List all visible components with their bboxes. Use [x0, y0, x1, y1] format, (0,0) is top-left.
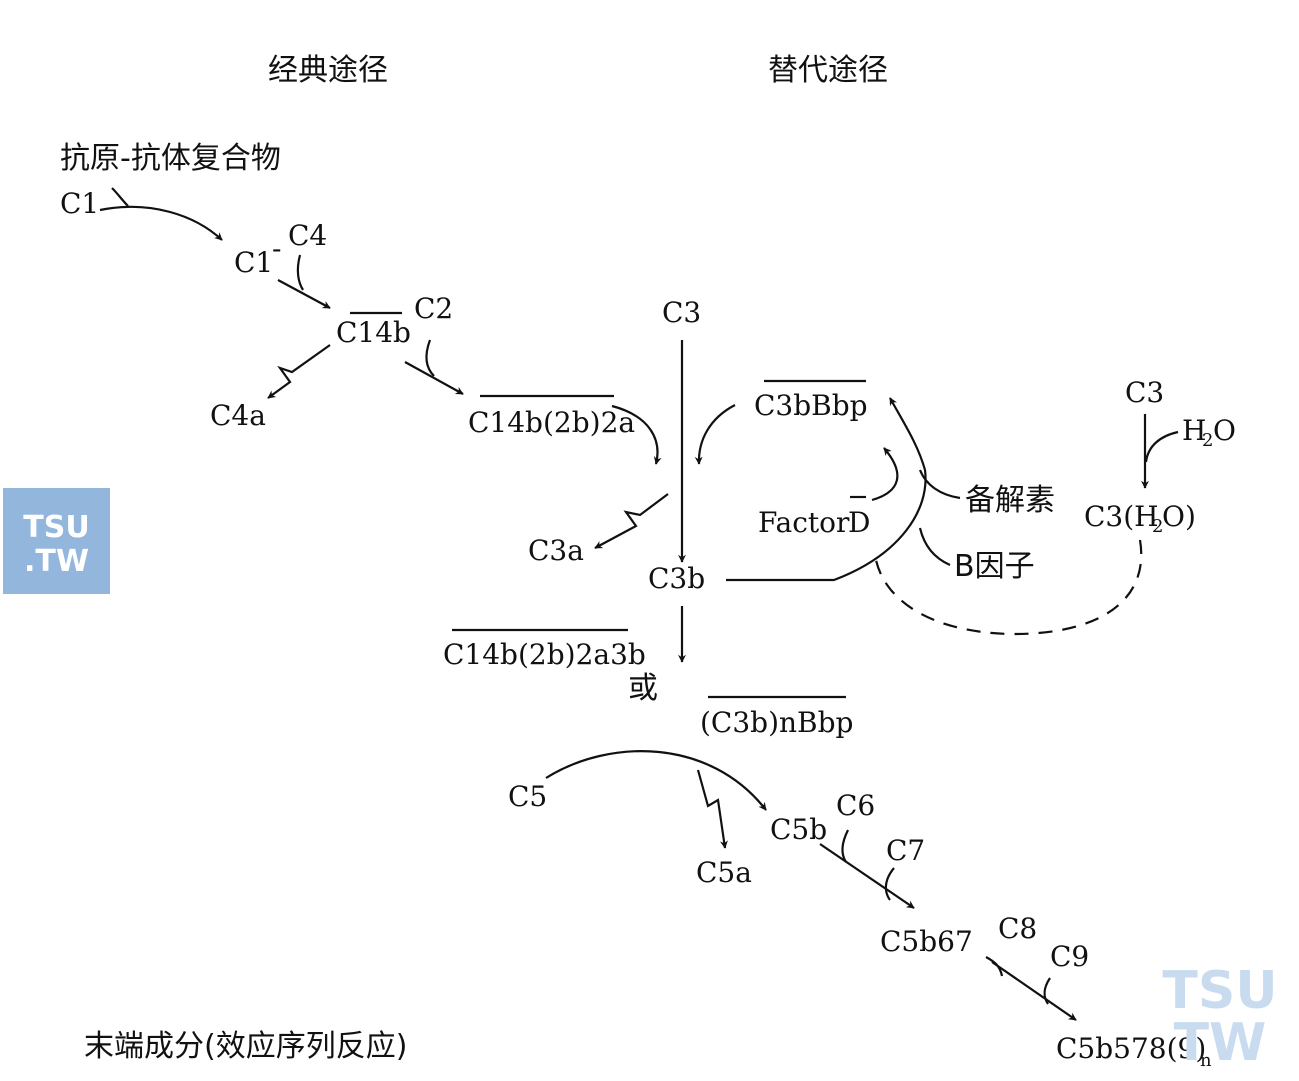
c5a-label: C5a — [696, 856, 752, 889]
terminal-components-label: 末端成分(效应序列反应) — [84, 1029, 407, 1064]
c5-to-c5b-arrow — [545, 750, 767, 811]
c5b-label: C5b — [770, 813, 827, 846]
c1-activated-mark: - — [272, 232, 281, 265]
c4a-label: C4a — [210, 399, 266, 432]
c2-join-curve — [425, 339, 435, 377]
watermark-right-line1: TSU — [1162, 961, 1278, 1021]
c3-right-label: C3 — [1125, 376, 1164, 409]
c3bbbp-to-c3-arrow — [694, 404, 736, 465]
c14b2b2a3b-label: C14b(2b)2a3b — [443, 638, 646, 671]
c5b-to-c5b67-arrow — [819, 843, 915, 909]
c3h2o-label-b: O) — [1162, 500, 1196, 533]
c6-label: C6 — [836, 789, 875, 822]
c1-activated-label: C1 — [234, 246, 273, 279]
c3-to-c3a-arrow — [594, 493, 669, 549]
factor-label: Factor — [758, 506, 850, 539]
c3b-label: C3b — [648, 562, 705, 595]
c14b-to-c4a-arrow — [267, 344, 331, 399]
c5-label: C5 — [508, 780, 547, 813]
factor-d-label: D — [848, 506, 870, 539]
factor-d-arrow — [871, 447, 899, 502]
c14b-label: C14b — [336, 316, 411, 349]
c4-join-curve — [296, 254, 304, 291]
c8-label: C8 — [998, 912, 1037, 945]
h2o-h-label: H — [1182, 414, 1206, 447]
c3-top-label: C3 — [662, 296, 701, 329]
c1-label: C1 — [60, 187, 99, 220]
c1-to-c14b-arrow — [277, 279, 331, 309]
c3b-to-c3bbbp-arrow — [726, 397, 927, 582]
antigen-antibody-label: 抗原-抗体复合物 — [60, 141, 281, 176]
c3bnbbp-label: (C3b)nBbp — [700, 706, 853, 739]
properdin-join-curve — [918, 469, 961, 500]
properdin-label: 备解素 — [965, 483, 1055, 518]
c7-label: C7 — [886, 834, 925, 867]
c2-label: C2 — [414, 292, 453, 325]
c7-join-curve — [884, 867, 895, 901]
c4-label: C4 — [288, 219, 327, 252]
c3h2o-label-a: C3(H — [1084, 500, 1159, 533]
c14b2b2a-label: C14b(2b)2a — [468, 406, 635, 439]
c9-join-curve — [1043, 977, 1051, 1005]
factor-b-label: B因子 — [954, 549, 1035, 584]
classical-pathway-heading: 经典途径 — [268, 53, 388, 88]
c9-label: C9 — [1050, 940, 1089, 973]
h2o-subscript: 2 — [1202, 430, 1213, 451]
c5-to-c5a-arrow — [696, 769, 728, 849]
or-label: 或 — [628, 671, 658, 706]
mac-label: C5b578(9) — [1056, 1032, 1206, 1065]
c6-join-curve — [841, 829, 849, 863]
watermark-logo-left: TSU .TW — [3, 488, 110, 594]
alternative-pathway-heading: 替代途径 — [768, 53, 888, 88]
watermark-left-line1: TSU — [23, 510, 90, 545]
watermark-right-line2: TW — [1173, 1013, 1267, 1073]
c5b67-label: C5b67 — [880, 925, 973, 958]
c14b2b2a-to-c3-arrow — [611, 404, 662, 465]
c3bbbp-label: C3bBbp — [754, 389, 868, 422]
watermark-logo-right: TSU TW — [1150, 965, 1290, 1075]
mac-subscript-n: n — [1200, 1050, 1212, 1071]
h2o-join-curve — [1144, 430, 1179, 463]
c5b67-to-c5b5789-arrow — [991, 961, 1077, 1021]
watermark-left-line2: .TW — [24, 544, 89, 579]
c1-tick — [111, 187, 129, 207]
c3h2o-feedback-dashed — [874, 539, 1143, 636]
c1-activation-arrow — [99, 205, 223, 241]
c3a-label: C3a — [528, 534, 584, 567]
c3h2o-subscript: 2 — [1152, 516, 1163, 537]
h2o-o-label: O — [1213, 414, 1236, 447]
c14b-to-c14b2b2a-arrow — [404, 361, 464, 395]
factor-b-join-curve — [918, 527, 951, 567]
